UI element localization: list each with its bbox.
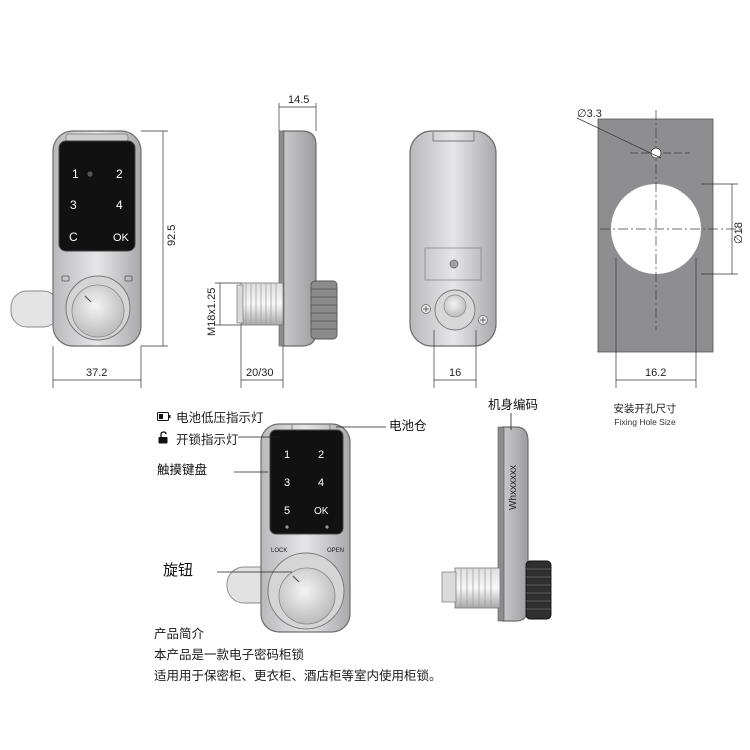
front-height-dim: 92.5 xyxy=(166,225,178,246)
lower-key-1: 1 xyxy=(284,449,290,461)
fixing-hole-caption-cn: 安装开孔尺寸 xyxy=(613,403,677,415)
front-key-3: 3 xyxy=(70,198,77,212)
open-text: OPEN xyxy=(327,548,344,554)
front-key-c: C xyxy=(69,230,78,244)
side-thread-dim: M18x1.25 xyxy=(206,288,218,336)
serial-text: Whxxxxxx xyxy=(508,465,519,510)
side-view: 14.5 M18x1.25 20/30 xyxy=(206,94,338,388)
front-width-dim: 37.2 xyxy=(86,367,107,379)
intro-line-2: 适用用于保密柜、更衣柜、酒店柜等室内使用柜锁。 xyxy=(154,668,442,683)
front-key-1: 1 xyxy=(72,167,79,181)
unlock-indicator-label: 开锁指示灯 xyxy=(176,432,239,447)
lower-key-3: 3 xyxy=(284,477,290,489)
side-depth-dim: 14.5 xyxy=(288,94,309,106)
unlock-icon xyxy=(157,430,171,447)
lower-key-2: 2 xyxy=(318,449,324,461)
labeled-side-view: Whxxxxxx xyxy=(441,426,552,622)
intro-line-1: 本产品是一款电子密码柜锁 xyxy=(154,647,305,662)
lower-key-4: 4 xyxy=(318,477,324,489)
fixing-hole-view: ∅3.3 ∅18 16.2 xyxy=(576,108,745,388)
low-battery-legend: 电池低压指示灯 xyxy=(157,407,264,426)
side-thread-lines xyxy=(245,283,277,325)
hole-small-dim: ∅3.3 xyxy=(577,108,602,120)
lock-text: LOCK xyxy=(271,548,287,554)
battery-compartment-label: 电池仓 xyxy=(389,418,427,433)
touch-keypad-label: 触摸键盘 xyxy=(157,462,208,477)
labeled-front-view: 1 2 3 4 5 OK LOCK OPEN xyxy=(226,423,351,633)
knob-label: 旋钮 xyxy=(163,561,194,579)
intro-title: 产品简介 xyxy=(154,626,205,641)
back-view: 16 xyxy=(409,130,497,388)
side-length-dim: 20/30 xyxy=(246,367,274,379)
battery-icon xyxy=(157,409,171,424)
front-key-4: 4 xyxy=(116,198,123,212)
lower-key-ok: OK xyxy=(314,506,329,517)
hole-large-dim: ∅18 xyxy=(733,222,745,244)
fixing-hole-caption-en: Fixing Hole Size xyxy=(614,417,676,427)
front-key-ok: OK xyxy=(113,232,130,244)
front-key-2: 2 xyxy=(116,167,123,181)
hole-width-dim: 16.2 xyxy=(645,367,666,379)
lower-key-5: 5 xyxy=(284,505,290,517)
body-code-label: 机身编码 xyxy=(488,397,539,412)
back-width-dim: 16 xyxy=(449,367,461,379)
unlock-legend: 开锁指示灯 xyxy=(157,429,239,448)
low-battery-label: 电池低压指示灯 xyxy=(176,410,264,425)
front-view: 1 2 3 4 C OK 37.2 92.5 xyxy=(10,130,178,388)
callout-lines xyxy=(217,413,512,573)
